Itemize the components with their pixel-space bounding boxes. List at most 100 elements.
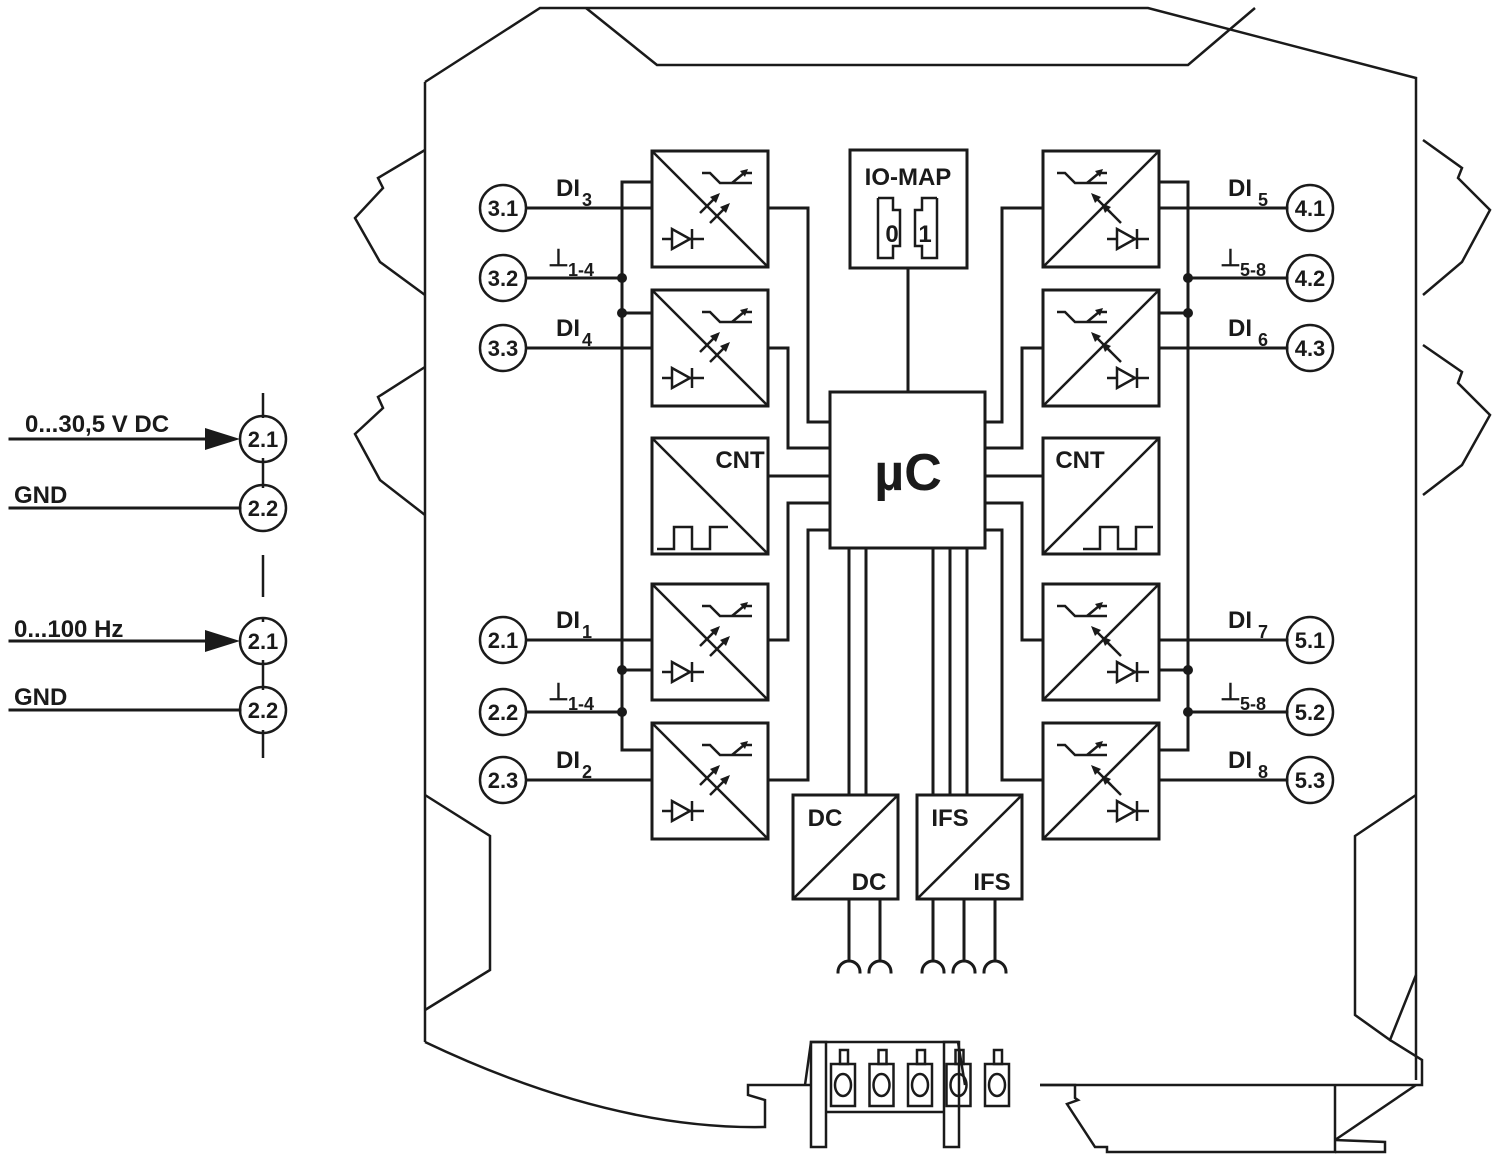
divider-line <box>1042 289 1160 407</box>
junction-dot <box>1183 665 1193 675</box>
junction-dot <box>1183 308 1193 318</box>
channel-label: DI <box>556 175 580 202</box>
channel-label: DI <box>1228 747 1252 774</box>
terminal-circle <box>478 183 528 233</box>
bus-slot <box>868 1062 895 1108</box>
channel-subscript: 5 <box>1258 190 1268 210</box>
arrow-icon <box>1095 308 1103 316</box>
terminal-3-2: 3.2 ⊥1-4 <box>478 245 624 303</box>
ground-label: ⊥ <box>548 245 569 272</box>
terminal-label: 4.3 <box>1295 336 1326 361</box>
arrow-icon <box>740 308 748 316</box>
microcontroller-label: µC <box>874 444 942 502</box>
transistor-icon <box>1057 604 1107 618</box>
housing-outline <box>353 6 1492 1154</box>
channel-subscript: 4 <box>582 330 592 350</box>
diode-icon <box>1115 365 1138 391</box>
bus-slot <box>983 1062 1011 1108</box>
terminal-circle <box>478 755 528 805</box>
bus-slot-contact-icon <box>987 1072 1007 1098</box>
arrow-icon <box>720 342 730 352</box>
terminal-label: 5.3 <box>1295 768 1326 793</box>
terminal-label: 2.2 <box>488 700 519 725</box>
freq-input-label: 0...100 Hz <box>14 616 123 643</box>
optocoupler-left-3 <box>650 582 770 702</box>
transistor-icon <box>702 171 752 185</box>
ground-label: ⊥ <box>1220 245 1241 272</box>
transistor-icon <box>1057 310 1107 324</box>
arrow-icon <box>710 193 720 203</box>
terminal-circle <box>1285 253 1335 303</box>
channel-subscript: 1-4 <box>568 260 594 280</box>
channel-subscript: 1-4 <box>568 694 594 714</box>
arrow-icon <box>710 626 720 636</box>
terminal-label: 3.1 <box>488 196 519 221</box>
terminal-circle <box>478 323 528 373</box>
arrow-icon <box>1101 342 1111 352</box>
dc-bottom-label: DC <box>852 869 887 896</box>
optocoupler-right-2 <box>1041 288 1161 408</box>
arrow-icon <box>1095 169 1103 177</box>
terminal-4-2: 4.2⊥5-8 <box>1186 245 1335 303</box>
channel-label: DI <box>1228 607 1252 634</box>
terminal-circle <box>1285 323 1335 373</box>
bus-slot-contact-icon <box>949 1072 968 1098</box>
signal-legend: 0...30,5 V DC 2.1 GND 2.2 0...100 Hz 2.1… <box>8 393 288 758</box>
diode-icon <box>1115 659 1138 685</box>
channel-label: DI <box>1228 175 1252 202</box>
optocoupler-left-2 <box>650 288 770 408</box>
channel-subscript: 1 <box>582 622 592 642</box>
terminal-label: 2.3 <box>488 768 519 793</box>
arrow-icon <box>710 332 720 342</box>
channel-subscript: 8 <box>1258 762 1268 782</box>
arrow-icon <box>740 741 748 749</box>
switch-1-label: 1 <box>918 221 931 248</box>
optocoupler-left-4 <box>650 721 770 841</box>
dip-switch-icon <box>876 196 939 260</box>
transistor-icon <box>1057 171 1107 185</box>
transistor-icon <box>702 743 752 757</box>
channel-subscript: 7 <box>1258 622 1268 642</box>
terminal-5-2: 5.2⊥5-8 <box>1186 679 1335 737</box>
arrow-icon <box>710 765 720 775</box>
terminal-circle <box>478 253 528 303</box>
terminal-label: 5.1 <box>1295 628 1326 653</box>
diode-icon <box>670 659 693 685</box>
bus-contact-icon <box>867 959 893 974</box>
channel-label: DI <box>1228 315 1252 342</box>
terminal-5-1: 5.1 DI 7 <box>1158 607 1335 665</box>
terminal-circle <box>238 483 288 533</box>
voltage-input-label: 0...30,5 V DC <box>25 411 169 438</box>
microcontroller-block: µC <box>828 390 987 550</box>
arrow-icon <box>1101 636 1111 646</box>
arrow-icon <box>1091 626 1101 636</box>
arrow-icon <box>1091 193 1101 203</box>
terminal-label: 3.3 <box>488 336 519 361</box>
bus-slot-tab <box>992 1048 1004 1066</box>
io-map-label: IO-MAP <box>865 164 952 191</box>
optocoupler-right-4 <box>1041 721 1161 841</box>
voltage-gnd-label: GND <box>14 482 67 509</box>
terminal-circle <box>1285 183 1335 233</box>
bus-slot-contact-icon <box>872 1072 891 1098</box>
terminal-label: 2.2 <box>248 698 279 723</box>
bus-slot-tab <box>838 1048 850 1066</box>
counter-block-right: CNT <box>1041 436 1161 556</box>
terminal-circle <box>1285 755 1335 805</box>
bus-slot-tab <box>877 1048 888 1066</box>
arrow-icon <box>1091 332 1101 342</box>
transistor-icon <box>1057 743 1107 757</box>
bus-contact-icon <box>951 959 977 974</box>
terminal-label: 3.2 <box>488 266 519 291</box>
arrow-icon <box>720 203 730 213</box>
terminal-circle <box>478 615 528 665</box>
pulse-waveform-icon <box>657 525 728 551</box>
terminal-circle <box>1285 615 1335 665</box>
terminal-label: 2.2 <box>248 496 279 521</box>
bus-slot <box>945 1062 972 1108</box>
